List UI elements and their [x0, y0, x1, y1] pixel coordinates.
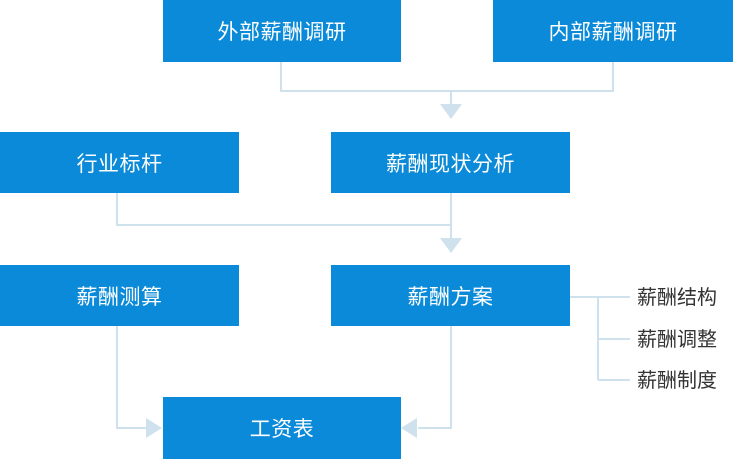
arrowhead-to-status [440, 104, 462, 119]
node-internal-survey: 内部薪酬调研 [493, 0, 733, 62]
plan-component-system: 薪酬制度 [637, 368, 717, 392]
arrowhead-to-plan [440, 238, 462, 253]
plan-component-adjustment: 薪酬调整 [637, 327, 717, 351]
node-industry-benchmark: 行业标杆 [0, 132, 239, 193]
arrowhead-plan-to-table [401, 418, 417, 438]
node-external-survey: 外部薪酬调研 [163, 0, 401, 62]
connector-plan-to-table [418, 326, 452, 429]
connector-benchmark-to-merge [116, 193, 451, 226]
arrowhead-calc-to-table [146, 418, 162, 438]
node-calculation: 薪酬测算 [0, 265, 239, 326]
node-status-analysis: 薪酬现状分析 [331, 132, 570, 193]
node-salary-table: 工资表 [163, 397, 401, 459]
plan-component-structure: 薪酬结构 [637, 285, 717, 309]
node-plan: 薪酬方案 [331, 265, 570, 326]
connector-internal-to-merge [451, 62, 614, 92]
connector-calculation-to-table [116, 326, 148, 429]
connector-external-to-merge [280, 62, 451, 92]
